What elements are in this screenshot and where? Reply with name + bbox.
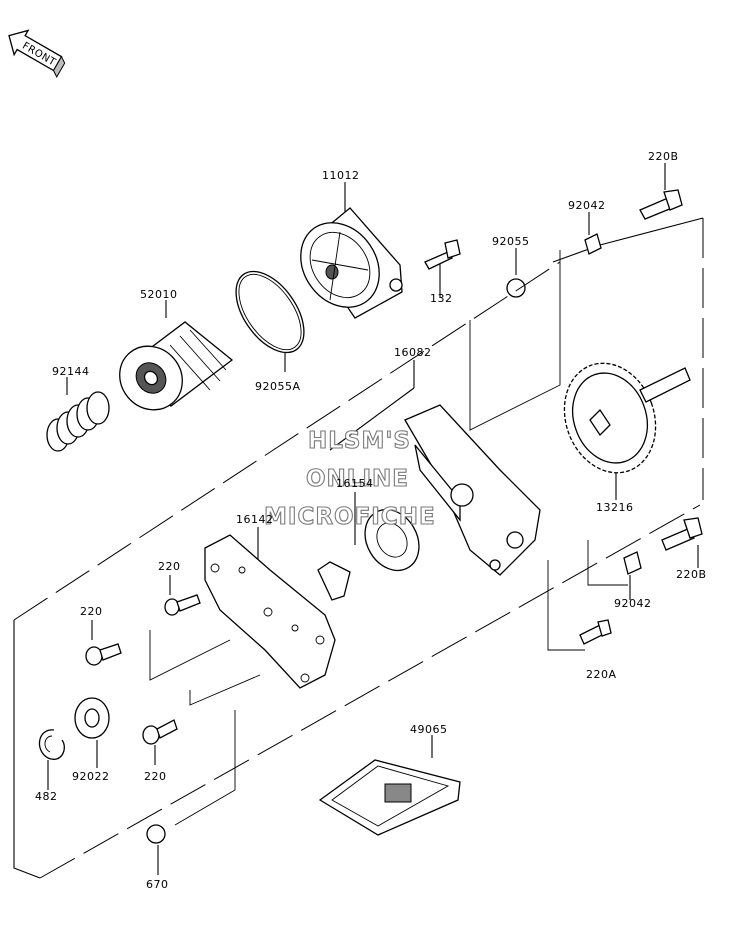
label-52010: 52010 xyxy=(140,288,178,301)
o-ring-large-part xyxy=(235,270,305,354)
watermark-line-1: HLSM'S xyxy=(308,428,411,454)
label-220b-top: 220B xyxy=(648,150,679,163)
label-92144: 92144 xyxy=(52,365,90,378)
leader-lines xyxy=(47,163,699,875)
label-220-left: 220 xyxy=(80,605,103,618)
label-16142: 16142 xyxy=(236,513,274,526)
pump-gear-shaft-part xyxy=(563,362,691,474)
oil-filter-part xyxy=(119,321,234,411)
label-49065: 49065 xyxy=(410,723,448,736)
screw-220-left-part xyxy=(85,643,122,666)
label-220-upper: 220 xyxy=(158,560,181,573)
dowel-top-part xyxy=(584,233,602,255)
dowel-bottom-part xyxy=(623,551,642,575)
label-220b-bottom: 220B xyxy=(676,568,707,581)
label-92042-top: 92042 xyxy=(568,199,606,212)
label-13216: 13216 xyxy=(596,501,634,514)
label-16154: 16154 xyxy=(336,477,374,490)
bolt-220a-part xyxy=(579,619,612,645)
screw-220-lower-part xyxy=(142,719,178,745)
o-ring-small-part xyxy=(506,278,526,298)
label-670: 670 xyxy=(146,878,169,891)
label-482: 482 xyxy=(35,790,58,803)
oil-screen-part xyxy=(318,759,461,836)
bolt-220b-top-part xyxy=(639,189,683,220)
label-220-lower: 220 xyxy=(144,770,167,783)
washer-part xyxy=(74,697,110,739)
label-92055: 92055 xyxy=(492,235,530,248)
pump-body-part xyxy=(404,404,541,576)
pump-cover-plate-part xyxy=(204,534,336,689)
label-11012: 11012 xyxy=(322,169,360,182)
inner-rotor-part xyxy=(317,561,351,601)
label-92022: 92022 xyxy=(72,770,110,783)
assembly-boundary-lines xyxy=(13,217,704,879)
watermark-line-3: MICROFICHE xyxy=(264,504,436,530)
filter-cover-part xyxy=(300,207,403,319)
bolt-132-part xyxy=(424,239,461,270)
label-92042-bottom: 92042 xyxy=(614,597,652,610)
screw-220-upper-part xyxy=(164,594,201,616)
label-16082: 16082 xyxy=(394,346,432,359)
outer-rotor-part xyxy=(364,508,420,572)
spring-part xyxy=(46,391,110,452)
label-132: 132 xyxy=(430,292,453,305)
front-direction-arrow: FRONT xyxy=(8,29,66,79)
label-92055a: 92055A xyxy=(255,380,301,393)
label-220a: 220A xyxy=(586,668,617,681)
watermark-line-2: ONLINE xyxy=(306,466,409,492)
part-labels: 11012 220B 92042 92055 132 52010 92055A … xyxy=(35,150,707,891)
o-ring-670-part xyxy=(146,824,166,844)
bolt-220b-bottom-part xyxy=(661,517,703,551)
circlip-part xyxy=(38,729,65,760)
watermark: HLSM'S ONLINE MICROFICHE xyxy=(263,427,436,530)
